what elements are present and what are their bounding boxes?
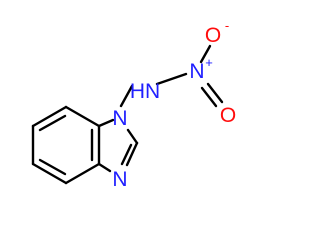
bond-nh-nnitro <box>155 72 188 86</box>
bond-c5-c4 <box>31 162 68 185</box>
bond-n1-nh <box>119 84 134 108</box>
atom-nitro-n-label: N <box>189 60 204 83</box>
nitro-n-charge-label: + <box>205 55 213 70</box>
atom-nh-label: HN <box>130 80 160 103</box>
o-top-charge-label: - <box>225 18 229 33</box>
bond-c4-c3a <box>64 162 101 185</box>
bond-c7a-c7 <box>64 105 101 128</box>
bond-c7a-n1 <box>97 118 115 128</box>
atom-labels: N N HN N + O - O <box>112 18 236 191</box>
atom-o-top-label: O <box>205 24 221 47</box>
atom-n1-label: N <box>112 107 127 130</box>
bond-nnitro-o-top <box>199 44 212 64</box>
bond-c7-c6 <box>31 105 68 128</box>
atom-o-right-label: O <box>220 104 236 127</box>
bond-c2-n3-inner <box>120 143 133 166</box>
bonds <box>31 44 224 185</box>
bond-n3-c3a <box>97 162 112 173</box>
benzimidazole-nitramine-structure: N N HN N + O - O <box>31 18 236 191</box>
bond-c5-c4-inner <box>38 158 67 176</box>
bond-nnitro-o-right <box>206 82 224 104</box>
bond-c7-c6-inner <box>38 114 67 132</box>
bond-n1-c2 <box>126 128 139 145</box>
atom-n3-label: N <box>112 168 127 191</box>
bond-nnitro-o-right-inner <box>200 86 218 108</box>
bond-c2-n3 <box>125 141 139 167</box>
